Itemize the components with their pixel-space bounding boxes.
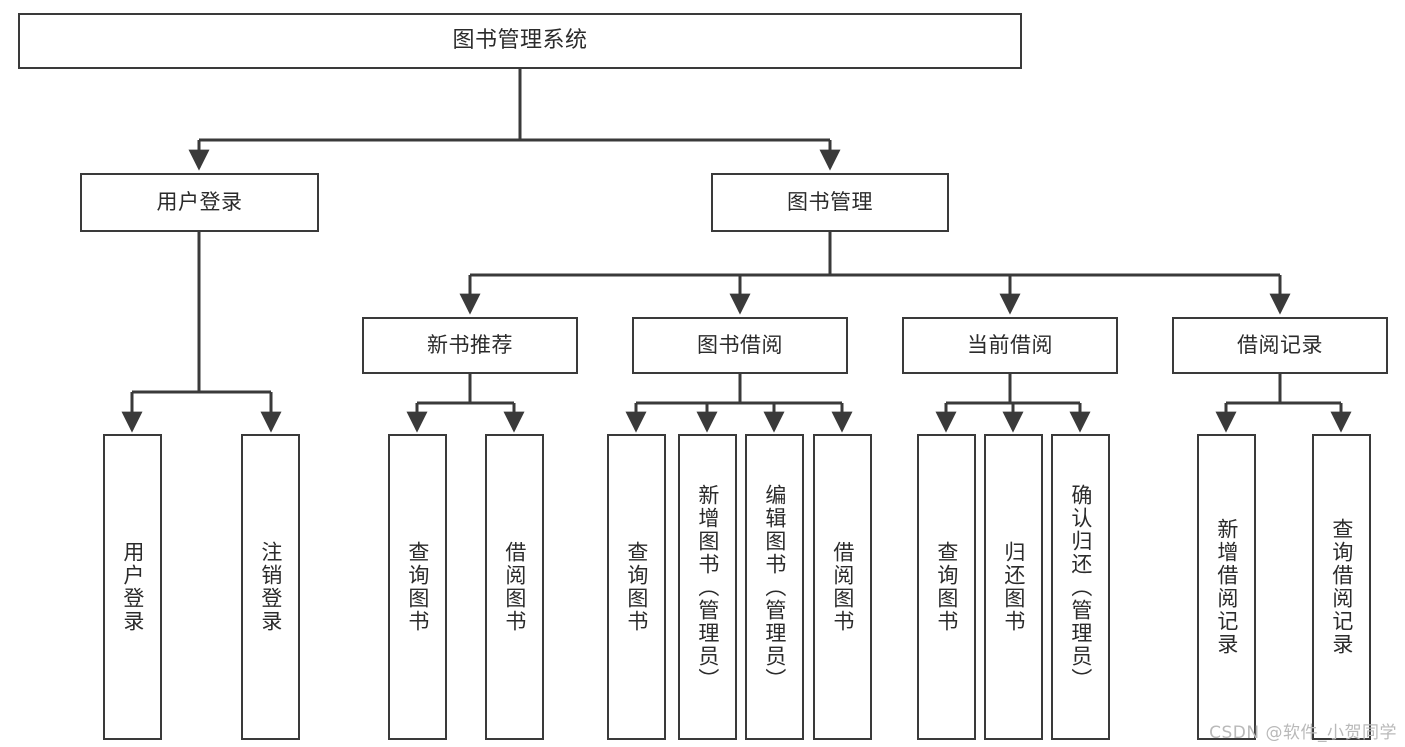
node-leaf-add-borrow-record[interactable]: 新增借阅记录 — [1197, 434, 1256, 740]
node-leaf-add-borrow-record-label: 新增借阅记录 — [1214, 518, 1239, 656]
node-leaf-borrow-book-borrow[interactable]: 借阅图书 — [813, 434, 872, 740]
node-leaf-add-book-admin-label: 新增图书（管理员） — [695, 483, 720, 691]
node-leaf-borrow-book-borrow-label: 借阅图书 — [830, 541, 855, 633]
node-current-borrow[interactable]: 当前借阅 — [902, 317, 1118, 374]
node-leaf-query-borrow-record[interactable]: 查询借阅记录 — [1312, 434, 1371, 740]
node-new-book-recommend[interactable]: 新书推荐 — [362, 317, 578, 374]
node-leaf-user-login[interactable]: 用户登录 — [103, 434, 162, 740]
node-book-manage[interactable]: 图书管理 — [711, 173, 949, 232]
node-leaf-user-logout-label: 注销登录 — [258, 541, 283, 633]
node-leaf-confirm-return-admin[interactable]: 确认归还（管理员） — [1051, 434, 1110, 740]
node-leaf-query-book-current-label: 查询图书 — [934, 541, 959, 633]
node-leaf-return-book-label: 归还图书 — [1001, 541, 1026, 633]
node-user-login[interactable]: 用户登录 — [80, 173, 319, 232]
node-borrow-record[interactable]: 借阅记录 — [1172, 317, 1388, 374]
node-current-borrow-label: 当前借阅 — [967, 333, 1053, 358]
node-book-borrow[interactable]: 图书借阅 — [632, 317, 848, 374]
node-leaf-borrow-book-recommend[interactable]: 借阅图书 — [485, 434, 544, 740]
node-leaf-query-borrow-record-label: 查询借阅记录 — [1329, 518, 1354, 656]
node-leaf-query-book-borrow-label: 查询图书 — [624, 541, 649, 633]
node-leaf-query-book-recommend-label: 查询图书 — [405, 541, 430, 633]
node-leaf-return-book[interactable]: 归还图书 — [984, 434, 1043, 740]
node-leaf-edit-book-admin[interactable]: 编辑图书（管理员） — [745, 434, 804, 740]
node-new-book-recommend-label: 新书推荐 — [427, 333, 513, 358]
node-root-system[interactable]: 图书管理系统 — [18, 13, 1022, 69]
node-leaf-user-logout[interactable]: 注销登录 — [241, 434, 300, 740]
node-leaf-add-book-admin[interactable]: 新增图书（管理员） — [678, 434, 737, 740]
node-borrow-record-label: 借阅记录 — [1237, 333, 1323, 358]
node-leaf-confirm-return-admin-label: 确认归还（管理员） — [1068, 483, 1093, 691]
node-book-manage-label: 图书管理 — [787, 190, 873, 215]
node-leaf-query-book-borrow[interactable]: 查询图书 — [607, 434, 666, 740]
node-user-login-label: 用户登录 — [156, 190, 243, 215]
csdn-watermark: CSDN @软件_小贺同学 — [1209, 723, 1397, 743]
node-leaf-query-book-current[interactable]: 查询图书 — [917, 434, 976, 740]
node-book-borrow-label: 图书借阅 — [697, 333, 783, 358]
node-root-label: 图书管理系统 — [452, 28, 588, 54]
node-leaf-user-login-label: 用户登录 — [120, 541, 145, 633]
node-leaf-query-book-recommend[interactable]: 查询图书 — [388, 434, 447, 740]
node-leaf-borrow-book-recommend-label: 借阅图书 — [502, 541, 527, 633]
node-leaf-edit-book-admin-label: 编辑图书（管理员） — [762, 483, 787, 691]
